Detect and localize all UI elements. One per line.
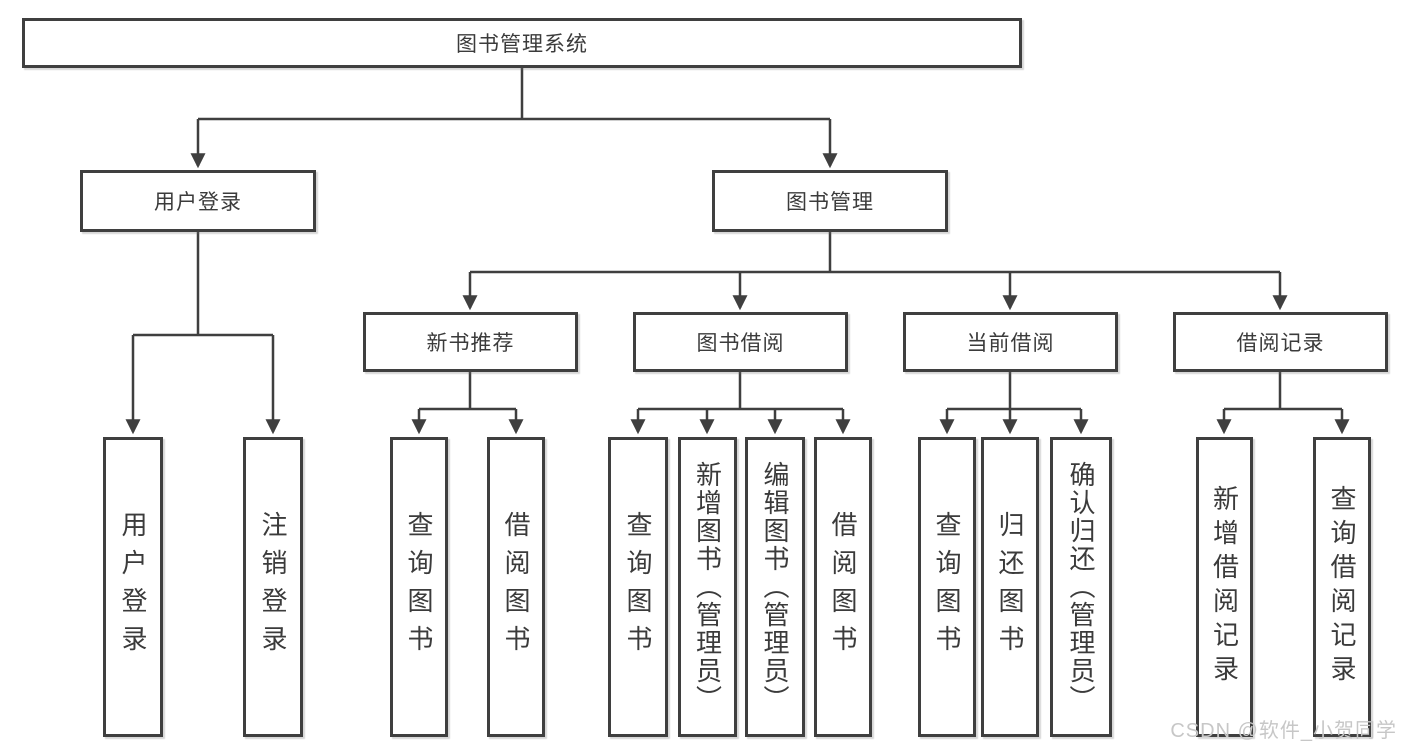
connector-userlogin-trunk — [133, 232, 273, 337]
leaf-nb-borrow-books-label: 借阅图书 — [501, 511, 531, 663]
node-root-label: 图书管理系统 — [456, 33, 588, 56]
leaf-cb-return-books-label: 归还图书 — [995, 511, 1025, 663]
connector-records-trunk — [1224, 372, 1342, 411]
leaf-cb-query-books-label: 查询图书 — [932, 511, 962, 663]
leaf-nb-query-books: 查询图书 — [390, 437, 448, 737]
node-book-borrow-label: 图书借阅 — [696, 332, 785, 355]
node-book-management: 图书管理 — [712, 170, 948, 232]
node-current-borrow: 当前借阅 — [903, 312, 1118, 372]
node-book-management-label: 图书管理 — [786, 191, 874, 214]
leaf-nb-query-books-label: 查询图书 — [404, 511, 434, 663]
connector-bookborrow-trunk — [638, 372, 843, 411]
leaf-bb-borrow-books-label: 借阅图书 — [828, 511, 858, 663]
leaf-br-add-record: 新增借阅记录 — [1196, 437, 1253, 737]
connector-currentborrow-trunk — [947, 372, 1081, 411]
leaf-cb-return-books: 归还图书 — [981, 437, 1039, 737]
leaf-br-add-record-label: 新增借阅记录 — [1209, 485, 1240, 689]
node-borrow-records: 借阅记录 — [1173, 312, 1388, 372]
node-borrow-records-label: 借阅记录 — [1236, 332, 1325, 355]
leaf-br-query-record-label: 查询借阅记录 — [1327, 485, 1357, 689]
node-new-book-recommend: 新书推荐 — [363, 312, 578, 372]
leaf-cb-query-books: 查询图书 — [918, 437, 976, 737]
leaf-bb-borrow-books: 借阅图书 — [814, 437, 872, 737]
node-user-login: 用户登录 — [80, 170, 316, 232]
leaf-bb-add-books-admin-label: 新增图书（管理员） — [692, 461, 723, 713]
node-root: 图书管理系统 — [22, 18, 1022, 68]
leaf-nb-borrow-books: 借阅图书 — [487, 437, 545, 737]
leaf-bb-edit-books-admin-label: 编辑图书（管理员） — [760, 461, 790, 713]
leaf-cb-confirm-return-admin-label: 确认归还（管理员） — [1066, 461, 1096, 713]
node-book-borrow: 图书借阅 — [633, 312, 848, 372]
leaf-bb-query-books-label: 查询图书 — [623, 511, 653, 663]
leaf-user-login: 用户登录 — [103, 437, 163, 737]
leaf-br-query-record: 查询借阅记录 — [1313, 437, 1371, 737]
connector-newbook-trunk — [419, 372, 516, 411]
leaf-cb-confirm-return-admin: 确认归还（管理员） — [1050, 437, 1112, 737]
node-current-borrow-label: 当前借阅 — [966, 332, 1055, 355]
leaf-bb-add-books-admin: 新增图书（管理员） — [678, 437, 737, 737]
leaf-logout-label: 注销登录 — [258, 511, 288, 663]
leaf-user-login-label: 用户登录 — [118, 511, 148, 663]
leaf-bb-query-books: 查询图书 — [608, 437, 668, 737]
connector-root-trunk — [198, 68, 830, 121]
connector-bookmgmt-trunk — [470, 232, 1280, 274]
leaf-bb-edit-books-admin: 编辑图书（管理员） — [745, 437, 805, 737]
node-new-book-recommend-label: 新书推荐 — [426, 332, 515, 355]
node-user-login-label: 用户登录 — [154, 191, 242, 214]
watermark-text: CSDN @软件_小贺同学 — [1170, 720, 1397, 742]
leaf-logout: 注销登录 — [243, 437, 303, 737]
